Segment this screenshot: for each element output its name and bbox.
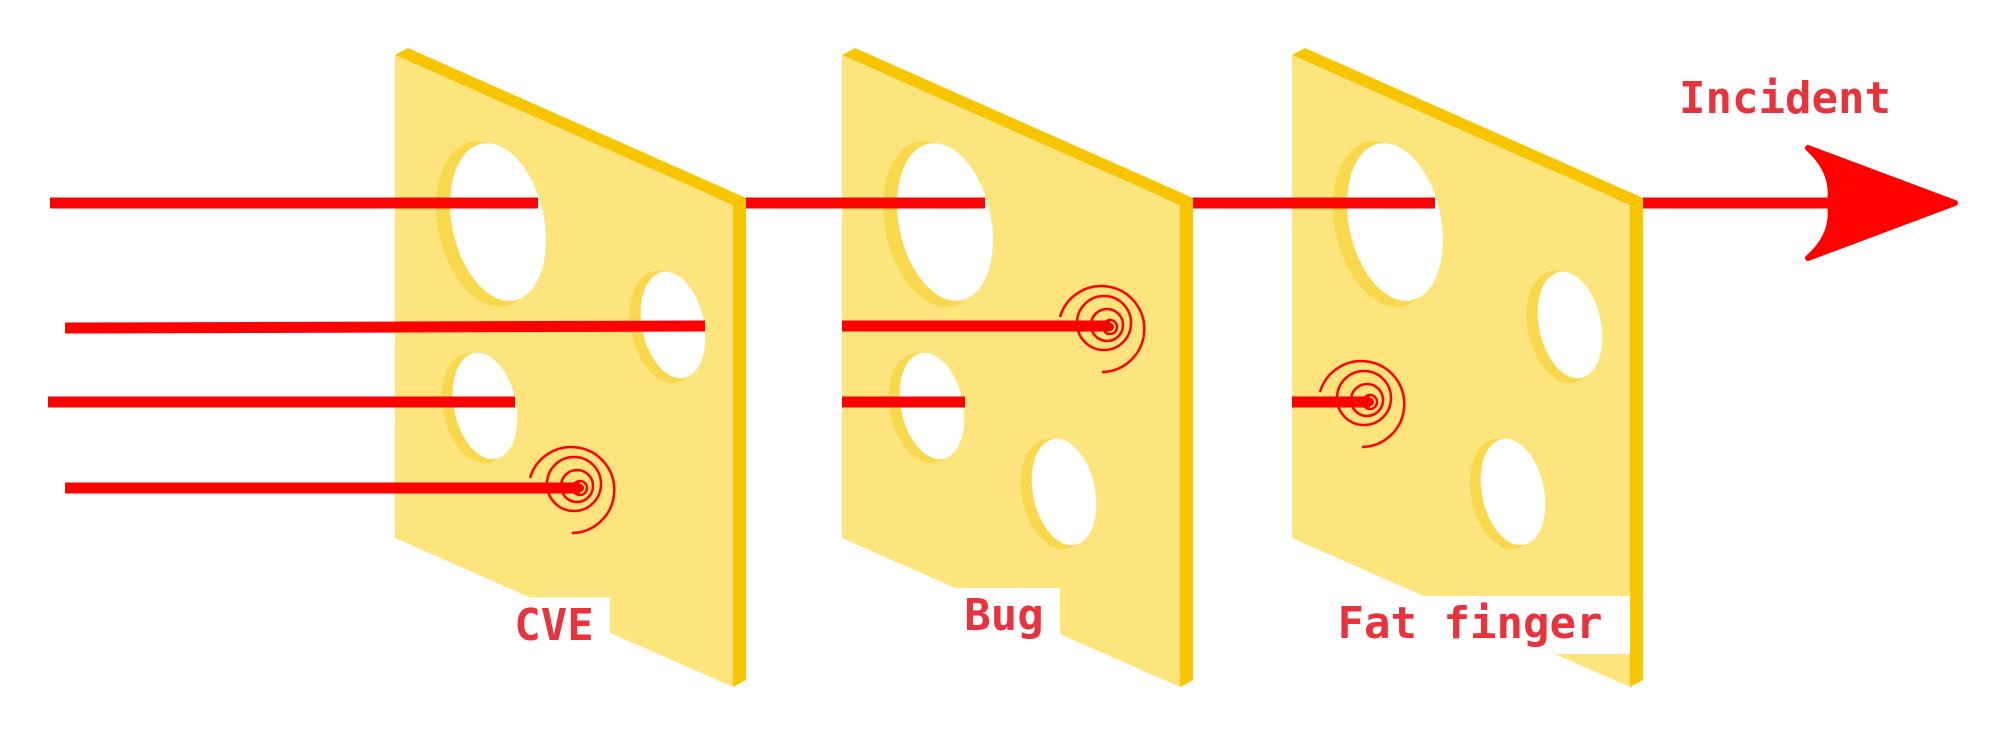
- cheese-slice-top-edge: [842, 48, 1193, 205]
- threat-line: [394, 320, 706, 333]
- cheese-hole: [1537, 271, 1603, 379]
- spiral-icon: [1318, 359, 1406, 449]
- arrow-head-icon: [1805, 145, 1958, 261]
- spiral-icon: [528, 445, 616, 535]
- cheese-hole: [897, 143, 993, 301]
- cheese-slice-top-edge: [395, 48, 746, 205]
- cheese-slice-side-edge: [1630, 198, 1643, 687]
- outcome-label-incident: Incident: [1658, 72, 1912, 128]
- slice-label-text: Fat finger: [1338, 598, 1603, 649]
- cheese-hole: [1480, 438, 1546, 546]
- label-background: [1658, 72, 1912, 128]
- blocked-threat-markers: [528, 284, 1406, 535]
- label-background: [1310, 596, 1630, 654]
- spiral-icon: [1058, 284, 1146, 374]
- threat-line-segments: [394, 197, 1830, 494]
- cheese-hole: [1347, 143, 1443, 301]
- cheese-slice-side-edge: [733, 198, 746, 687]
- slice-label-cve: CVE: [498, 597, 610, 655]
- cheese-hole: [450, 143, 546, 301]
- label-background: [948, 588, 1060, 644]
- slice-label-text: Bug: [964, 590, 1043, 641]
- cheese-hole: [1031, 438, 1097, 546]
- cheese-slice-bug: [842, 48, 1193, 687]
- label-background: [498, 597, 610, 655]
- cheese-slice-side-edge: [1180, 198, 1193, 687]
- cheese-slice-top-edge: [1292, 48, 1643, 205]
- slice-label-bug: Bug: [948, 588, 1060, 644]
- cheese-slice-cve: [395, 48, 746, 687]
- cheese-slice-fat-finger: [1292, 48, 1643, 687]
- outcome-label-text: Incident: [1679, 73, 1891, 124]
- slice-label-text: CVE: [514, 600, 593, 651]
- slice-label-fat-finger: Fat finger: [1310, 596, 1630, 654]
